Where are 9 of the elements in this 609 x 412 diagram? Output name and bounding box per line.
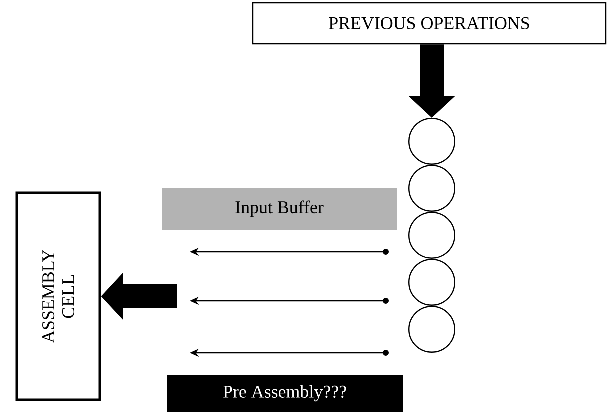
pre-assembly-box: Pre Assembly??? [167, 375, 403, 412]
process-box: PREVIOUS OPERATIONS [252, 2, 607, 45]
buffer-circle [408, 212, 456, 259]
assembly-cell-box: ASSEMBLY CELL [16, 192, 102, 402]
buffer-circle [408, 118, 456, 165]
buffer-circle [408, 306, 456, 353]
buffer-circle [408, 259, 456, 306]
buffer-circle [408, 165, 456, 212]
buffer-band: Input Buffer [162, 188, 397, 230]
